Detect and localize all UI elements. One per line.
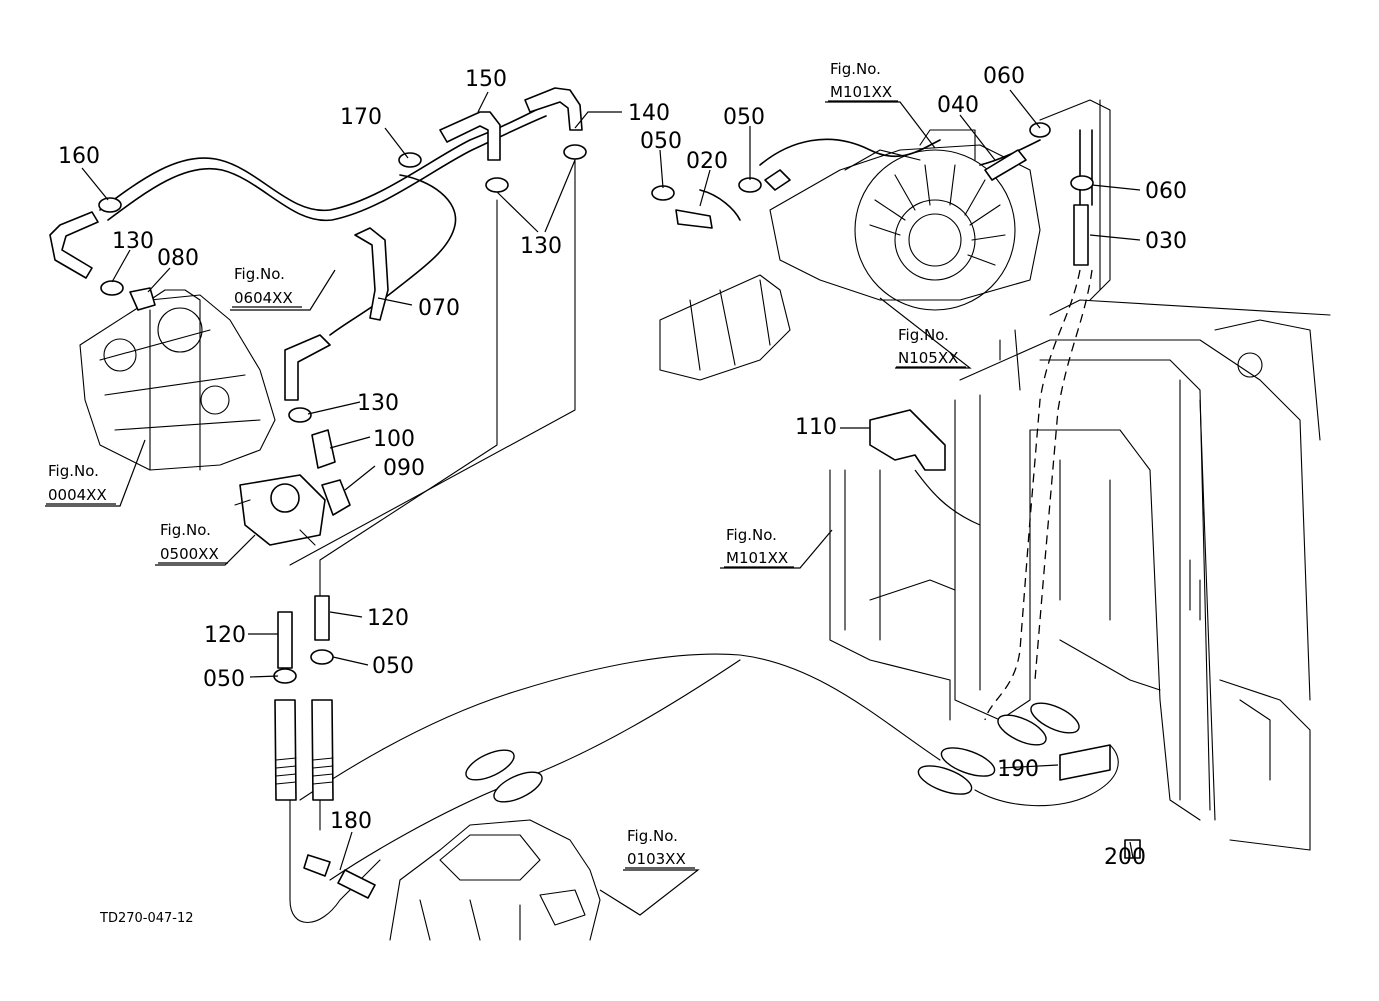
- clamps: [98, 122, 1094, 684]
- label-160: 160: [58, 144, 100, 169]
- part-number-labels: 150 140 170 160 130 080 070 130 100 090 …: [58, 64, 1187, 870]
- label-150: 150: [465, 67, 507, 92]
- label-100: 100: [373, 427, 415, 452]
- fig-ref-code-m101-top: M101XX: [830, 83, 892, 101]
- label-050-b: 050: [640, 129, 682, 154]
- label-030: 030: [1145, 229, 1187, 254]
- fig-ref-label-0103: Fig.No.: [627, 827, 678, 845]
- leader-lines: [45, 89, 1141, 916]
- fig-ref-code-0500: 0500XX: [160, 545, 219, 563]
- cab-frame: [829, 299, 1331, 851]
- label-020: 020: [686, 149, 728, 174]
- label-180: 180: [330, 809, 372, 834]
- fig-ref-label-0500: Fig.No.: [160, 521, 211, 539]
- label-130-a: 130: [112, 229, 154, 254]
- label-130-c: 130: [520, 234, 562, 259]
- label-170: 170: [340, 105, 382, 130]
- label-060-b: 060: [1145, 179, 1187, 204]
- label-070: 070: [418, 296, 460, 321]
- label-140: 140: [628, 101, 670, 126]
- springs: [465, 702, 1080, 803]
- fig-ref-code-m101-mid: M101XX: [726, 549, 788, 567]
- engine-block: [79, 289, 276, 471]
- fig-ref-label-m101-mid: Fig.No.: [726, 526, 777, 544]
- fig-ref-label-n105: Fig.No.: [898, 326, 949, 344]
- figure-references: Fig.No. 0604XX Fig.No. 0004XX Fig.No. 05…: [46, 60, 966, 869]
- fig-ref-label-0004: Fig.No.: [48, 462, 99, 480]
- label-050-a: 050: [723, 105, 765, 130]
- label-050-d: 050: [372, 654, 414, 679]
- label-120-a: 120: [367, 606, 409, 631]
- label-120-b: 120: [204, 623, 246, 648]
- drawing-code: TD270-047-12: [99, 911, 194, 926]
- label-090: 090: [383, 456, 425, 481]
- hose-components: [49, 87, 1141, 899]
- label-110: 110: [795, 415, 837, 440]
- label-060-a: 060: [983, 64, 1025, 89]
- label-040: 040: [937, 93, 979, 118]
- fig-ref-label-0604: Fig.No.: [234, 265, 285, 283]
- fig-ref-code-0103: 0103XX: [627, 850, 686, 868]
- label-190: 190: [997, 757, 1039, 782]
- fig-ref-code-0604: 0604XX: [234, 289, 293, 307]
- fig-ref-code-n105: N105XX: [898, 349, 958, 367]
- thermostat-housing: [234, 474, 326, 546]
- transmission-housing: [389, 819, 601, 941]
- fig-ref-code-0004: 0004XX: [48, 486, 107, 504]
- label-080: 080: [157, 246, 199, 271]
- label-050-c: 050: [203, 667, 245, 692]
- fig-ref-label-m101-top: Fig.No.: [830, 60, 881, 78]
- label-130-b: 130: [357, 391, 399, 416]
- label-200: 200: [1104, 845, 1146, 870]
- radiator-fan-shroud: [659, 99, 1111, 381]
